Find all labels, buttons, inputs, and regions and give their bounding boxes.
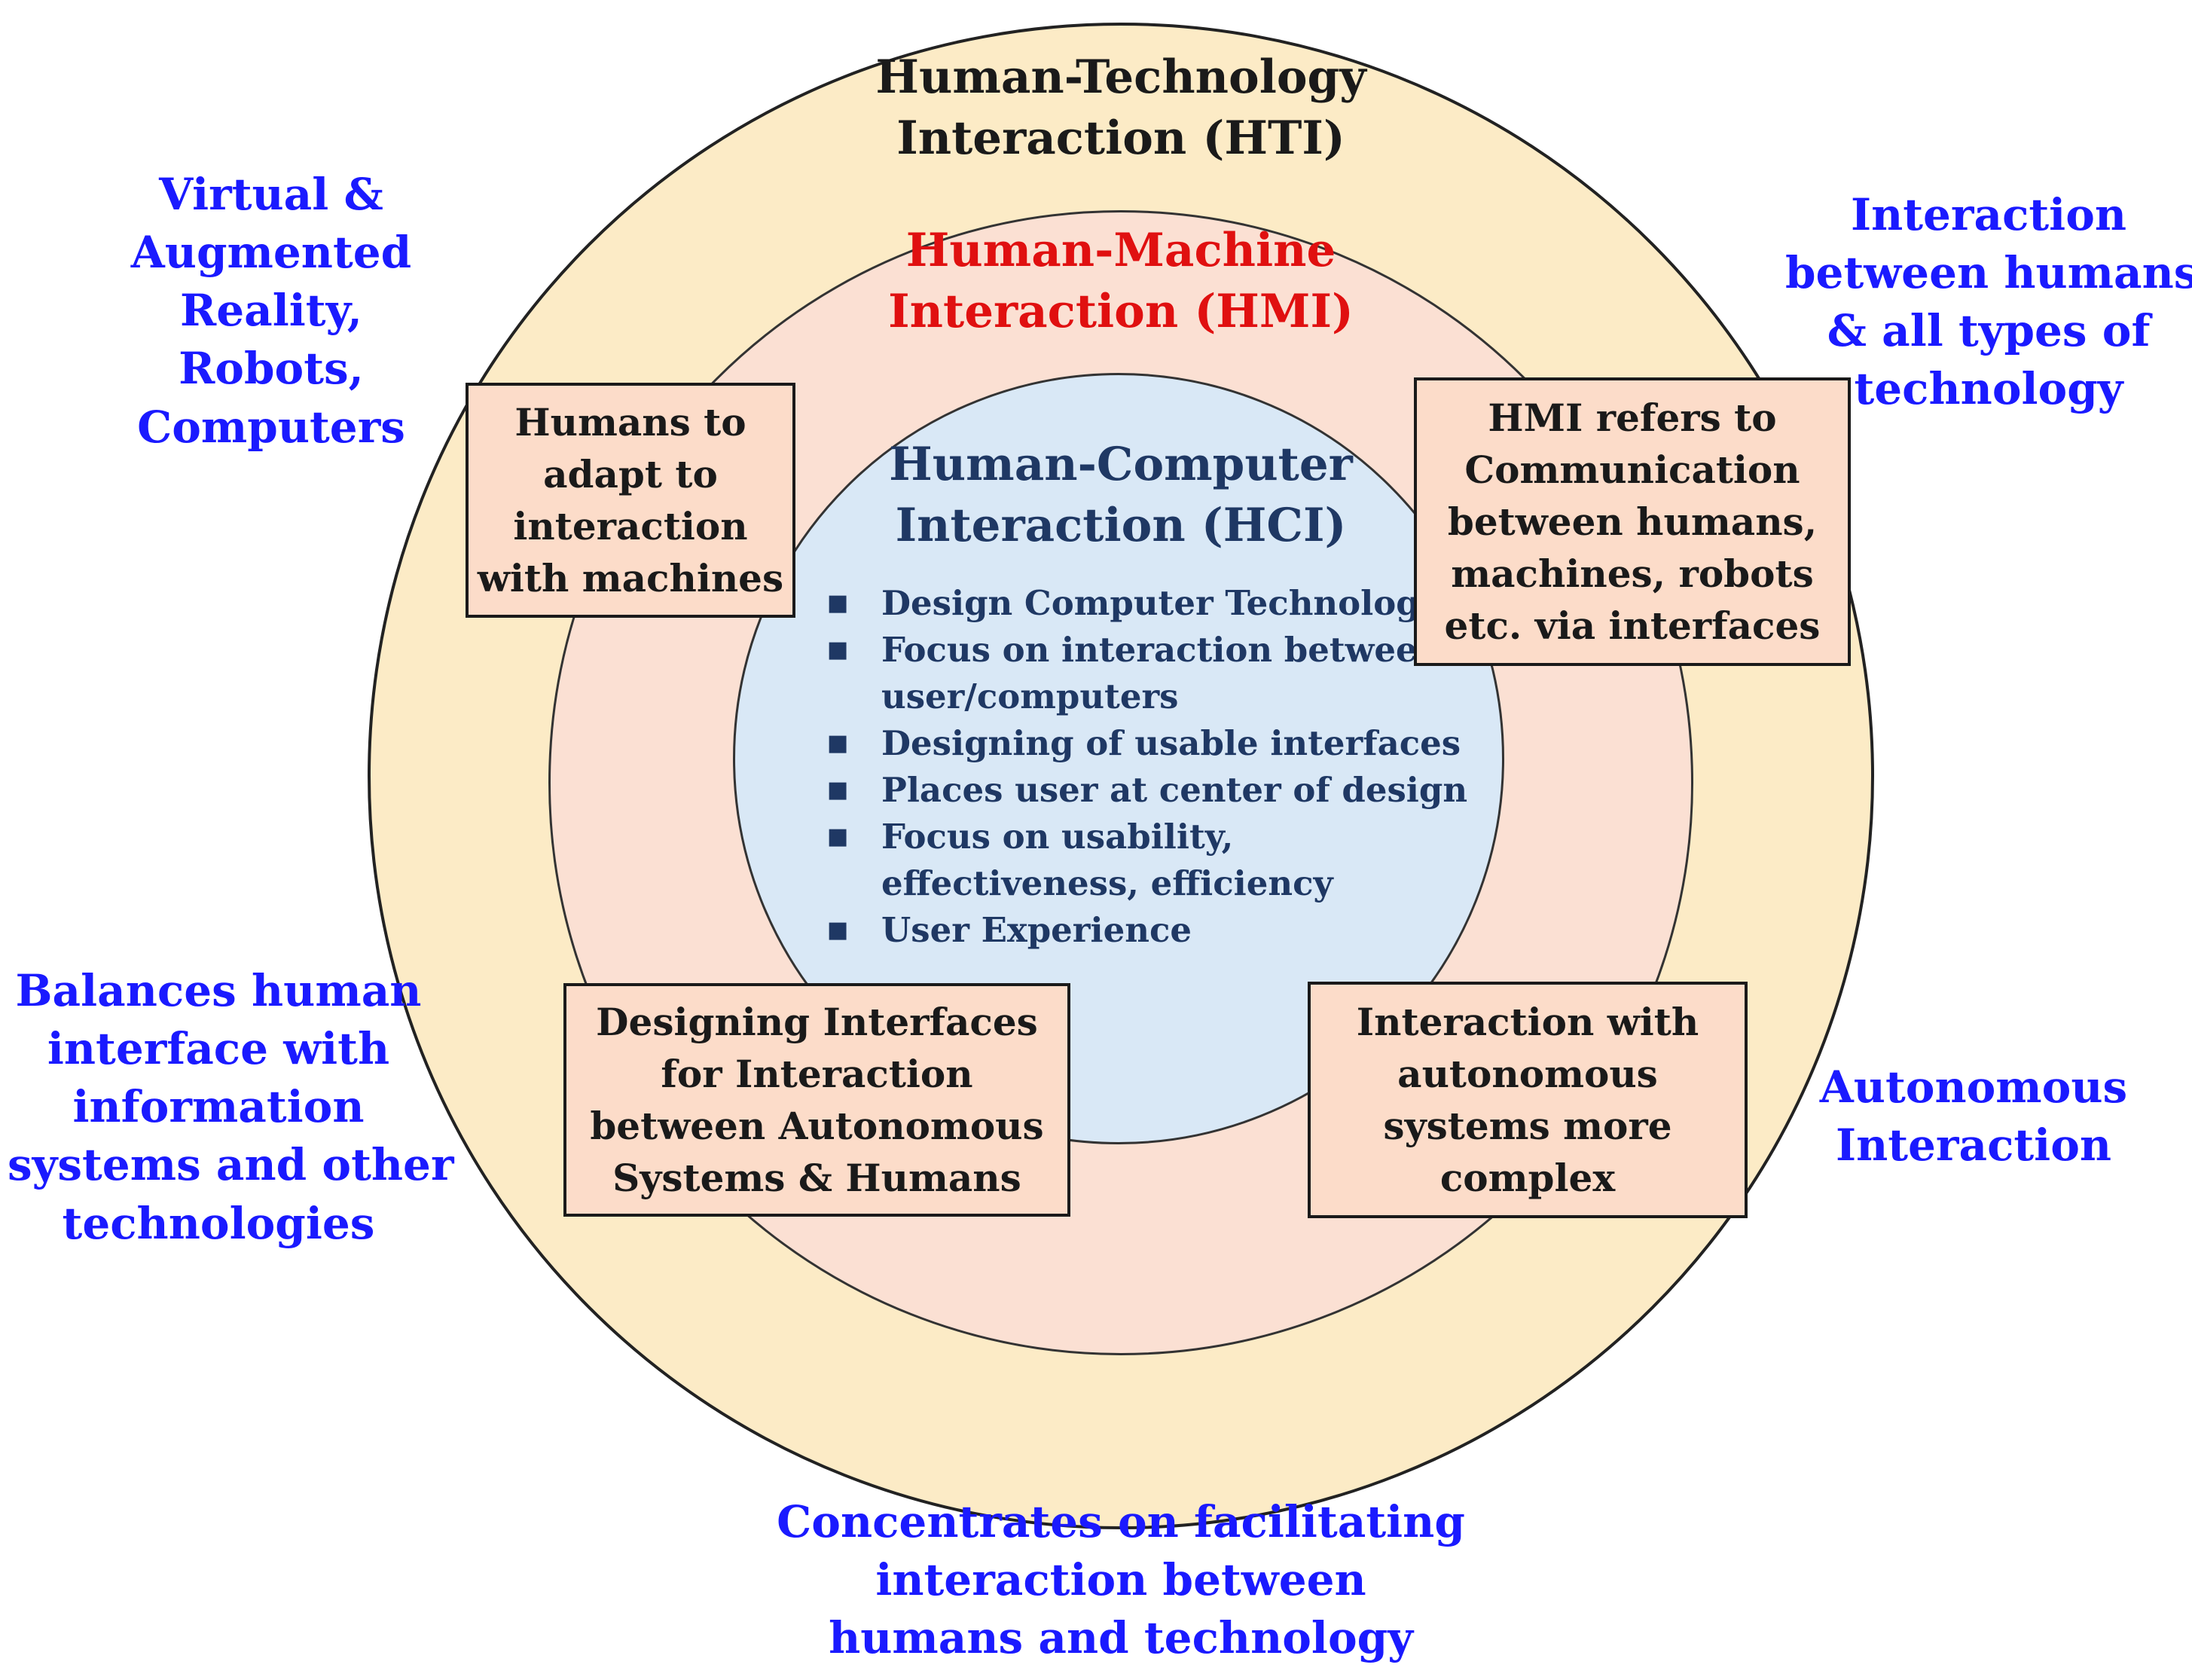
box-text-line: for Interaction (661, 1052, 973, 1096)
box-text-line: etc. via interfaces (1444, 603, 1821, 648)
label-interaction-humans-technology: Interaction between humans & all types o… (1785, 186, 2192, 419)
hti-title: Human-Technology Interaction (HTI) (820, 47, 1422, 169)
outer-label-line: Autonomous (1819, 1061, 2128, 1113)
box-text-line: between Autonomous (590, 1104, 1044, 1148)
square-bullet-icon: ■ (827, 917, 849, 943)
hci-bullet-item: ■ Focus on interaction between user/comp… (821, 627, 1484, 720)
box-text-line: adapt to (543, 452, 718, 496)
hmi-title-line: Interaction (HMI) (888, 285, 1354, 339)
hci-bullet-item: ■ Places user at center of design (821, 767, 1484, 814)
hci-bullet-text: Focus on interaction between (881, 630, 1443, 670)
box-text-line: autonomous (1397, 1052, 1658, 1096)
outer-label-line: Augmented (130, 227, 412, 279)
outer-label-line: interaction between (875, 1554, 1366, 1606)
box-text-line: interaction (513, 504, 748, 548)
square-bullet-icon: ■ (827, 590, 849, 616)
box-text-line: systems more (1383, 1104, 1672, 1148)
outer-label-line: Interaction (1850, 189, 2127, 240)
hci-bullet-text: user/computers (881, 677, 1179, 716)
hci-bullet-text: effectiveness, efficiency (881, 863, 1333, 903)
outer-label-line: & all types of (1827, 305, 2151, 357)
outer-label-line: Balances human (15, 965, 422, 1016)
outer-label-line: interface with (47, 1023, 390, 1075)
hmi-title: Human-Machine Interaction (HMI) (820, 220, 1422, 342)
hmi-title-line: Human-Machine (905, 224, 1336, 277)
hci-bullet-list: ■ Design Computer Technology ■ Focus on … (821, 580, 1484, 954)
box-text-line: Humans to (514, 400, 746, 444)
outer-label-line: systems and other (8, 1139, 454, 1191)
outer-label-line: between humans (1785, 247, 2192, 299)
label-virtual-augmented: Virtual & Augmented Reality, Robots, Com… (121, 166, 422, 457)
box-text-line: Designing Interfaces (596, 1000, 1038, 1044)
outer-label-line: Computers (137, 401, 405, 453)
box-humans-adapt: Humans to adapt to interaction with mach… (466, 383, 795, 618)
label-autonomous-interaction: Autonomous Interaction (1800, 1058, 2147, 1174)
square-bullet-icon: ■ (827, 730, 849, 756)
hti-title-line: Human-Technology (875, 50, 1366, 104)
hci-bullet-text: User Experience (881, 910, 1192, 950)
box-text-line: complex (1439, 1156, 1616, 1200)
hci-bullet-item: ■ Focus on usability, effectiveness, eff… (821, 814, 1484, 907)
box-text-line: Interaction with (1356, 1000, 1699, 1044)
box-text-line: Systems & Humans (612, 1156, 1021, 1200)
box-designing-interfaces: Designing Interfaces for Interaction bet… (563, 983, 1070, 1217)
outer-label-line: technologies (62, 1197, 375, 1249)
hci-bullet-item: ■ Designing of usable interfaces (821, 720, 1484, 767)
box-autonomous-interaction: Interaction with autonomous systems more… (1308, 982, 1748, 1218)
box-hmi-refers: HMI refers to Communication between huma… (1414, 377, 1851, 666)
hci-title: Human-Computer Interaction (HCI) (820, 434, 1422, 556)
hci-bullet-item: ■ Design Computer Technology (821, 580, 1484, 627)
box-text-line: with machines (477, 556, 784, 600)
label-concentrates-facilitating: Concentrates on facilitating interaction… (744, 1493, 1497, 1667)
hti-title-line: Interaction (HTI) (896, 111, 1345, 166)
hci-title-line: Interaction (HCI) (895, 499, 1347, 553)
box-text-line: between humans, (1447, 499, 1818, 544)
outer-label-line: Robots, (179, 343, 364, 395)
outer-label-line: technology (1854, 363, 2123, 415)
outer-label-line: Virtual & (159, 169, 383, 220)
hci-bullet-text: Focus on usability, (881, 817, 1234, 857)
square-bullet-icon: ■ (827, 637, 849, 663)
outer-label-line: Concentrates on facilitating (777, 1496, 1465, 1547)
box-text-line: machines, robots (1451, 551, 1814, 596)
hci-bullet-text: Designing of usable interfaces (881, 723, 1461, 763)
outer-label-line: Interaction (1835, 1119, 2112, 1171)
box-text-line: HMI refers to (1488, 396, 1777, 440)
hci-bullet-text: Design Computer Technology (881, 583, 1439, 623)
square-bullet-icon: ■ (827, 777, 849, 803)
hci-title-line: Human-Computer (889, 438, 1353, 491)
hci-bullet-item: ■ User Experience (821, 907, 1484, 954)
label-balances-human-interface: Balances human interface with informatio… (8, 962, 454, 1253)
square-bullet-icon: ■ (827, 823, 849, 850)
hci-bullet-text: Places user at center of design (881, 770, 1468, 810)
box-text-line: Communication (1464, 447, 1800, 492)
outer-label-line: information (72, 1081, 365, 1133)
outer-label-line: humans and technology (829, 1612, 1413, 1664)
outer-label-line: Reality, (180, 285, 362, 337)
